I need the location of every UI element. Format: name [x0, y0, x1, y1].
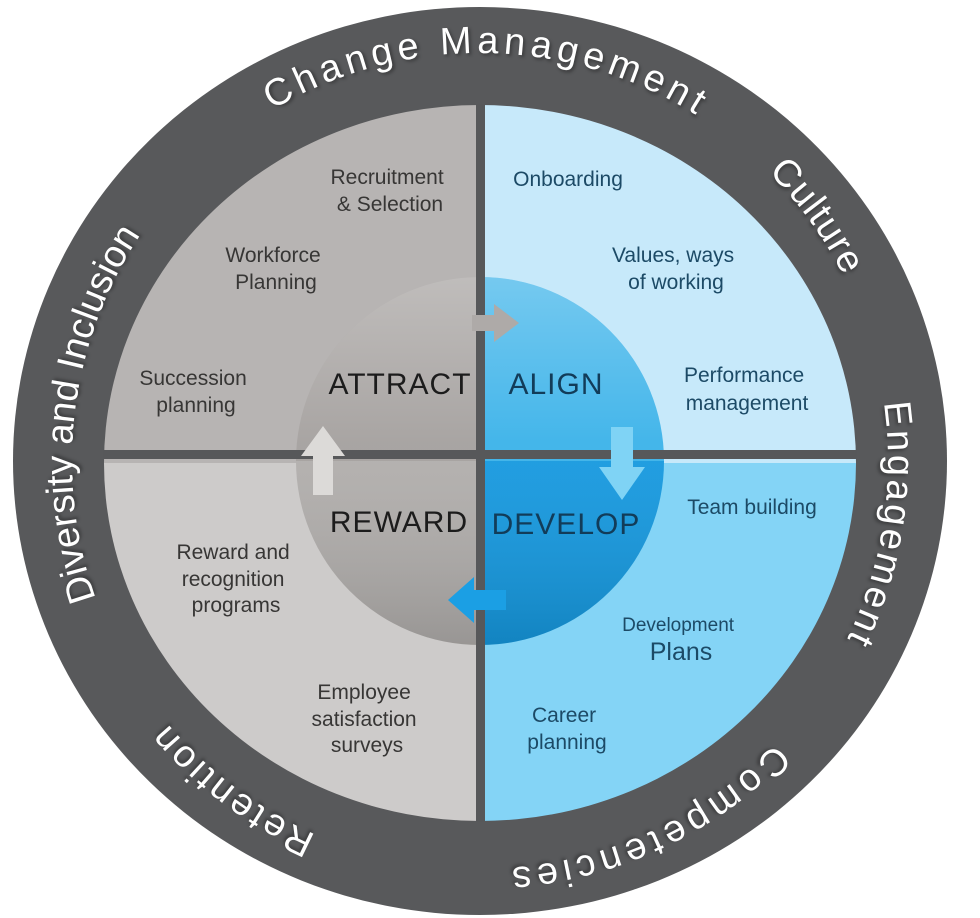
divider-vertical	[476, 104, 485, 822]
item-performance-management: Performance management	[684, 364, 810, 415]
item-employee-satisfaction-surveys: Employee satisfaction surveys	[312, 681, 423, 757]
item-reward-recognition-programs: Reward and recognition programs	[176, 541, 295, 617]
arrow-align-to-develop-icon	[599, 427, 645, 500]
item-succession-planning: Succession planning	[139, 367, 252, 417]
item-values-ways-of-working: Values, ways of working	[612, 244, 740, 294]
label-align: ALIGN	[508, 368, 603, 401]
item-development-plans: Development Plans	[622, 613, 740, 666]
item-recruitment-selection: Recruitment & Selection	[330, 166, 449, 216]
label-develop: DEVELOP	[492, 508, 641, 541]
label-attract: ATTRACT	[328, 368, 471, 401]
item-team-building: Team building	[687, 496, 817, 519]
label-reward: REWARD	[330, 506, 468, 539]
arrow-attract-to-align-icon	[472, 304, 519, 342]
arrow-reward-to-attract-icon	[301, 426, 345, 495]
item-career-planning: Career planning	[527, 704, 606, 754]
arrow-develop-to-reward-icon	[448, 577, 506, 623]
item-onboarding: Onboarding	[513, 168, 623, 191]
item-workforce-planning: Workforce Planning	[225, 244, 326, 294]
